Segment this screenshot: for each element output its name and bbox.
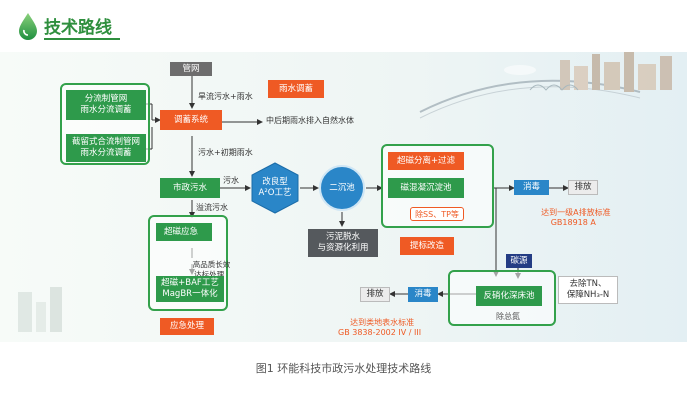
- node-municipal-sewage: 市政污水: [160, 178, 220, 198]
- label-midlate-rain: 中后期雨水排入自然水体: [266, 116, 354, 125]
- node-combined-sewer: 截留式合流制管网 雨水分流调蓄: [66, 134, 146, 162]
- node-separate-sewer: 分流制管网 雨水分流调蓄: [66, 90, 146, 120]
- node-upgrade: 提标改造: [400, 237, 454, 255]
- node-a2o-label: 改良型 A²O工艺: [258, 177, 292, 198]
- node-disinfection-2: 消毒: [408, 287, 438, 302]
- label-standard-2-text: 达到类地表水标准 GB 3838-2002 IV / III: [338, 318, 422, 337]
- node-magnetic-baf-text: 超磁+BAF工艺 MagBR一体化: [161, 278, 219, 299]
- node-pipe-network: 管网: [170, 62, 212, 76]
- page-title: 技术路线: [44, 18, 112, 38]
- node-a2o-hexagon: [251, 162, 299, 214]
- node-clarifier-circle: [319, 165, 365, 211]
- node-disinfection-1: 消毒: [514, 180, 549, 195]
- water-drop-icon: [19, 13, 37, 40]
- label-standard-2: 达到类地表水标准 GB 3838-2002 IV / III: [338, 308, 421, 338]
- node-denitrification: 反硝化深床池: [476, 286, 542, 306]
- label-high-quality: 高品质长效 达标处理: [188, 250, 231, 280]
- node-clarifier-label: 二沉池: [329, 182, 355, 193]
- node-combined-sewer-text: 截留式合流制管网 雨水分流调蓄: [71, 137, 140, 158]
- title-underline: [44, 38, 120, 40]
- node-discharge-2: 排放: [360, 287, 390, 302]
- label-overflow: 溢流污水: [196, 203, 228, 212]
- node-remove-ss-tp: 除SS、TP等: [410, 207, 464, 221]
- node-magnetic-filtration: 超磁分离+过滤: [388, 152, 464, 170]
- node-discharge-1: 排放: [568, 180, 598, 195]
- node-remove-tn: 去除TN、 保障NH₃-N: [558, 276, 618, 304]
- node-sludge-text: 污泥脱水 与资源化利用: [317, 232, 369, 253]
- node-separate-sewer-text: 分流制管网 雨水分流调蓄: [80, 94, 132, 115]
- node-storage-system: 调蓄系统: [160, 110, 222, 130]
- node-magnetic-baf: 超磁+BAF工艺 MagBR一体化: [156, 276, 224, 302]
- node-remove-tn-text: 去除TN、 保障NH₃-N: [566, 279, 610, 300]
- node-emergency-treatment: 应急处理: [160, 318, 214, 335]
- node-magnetic-emergency: 超磁应急: [156, 223, 212, 241]
- node-magnetic-coagulation: 磁混凝沉淀池: [388, 178, 464, 198]
- city-skyline-illustration: [419, 52, 672, 119]
- label-standard-1: 达到一级A排放标准 GB18918 A: [536, 198, 611, 228]
- node-rainwater-storage: 雨水调蓄: [268, 80, 324, 98]
- label-sewage: 污水: [223, 176, 239, 185]
- label-sewage-first-rain: 污水+初期雨水: [198, 148, 253, 157]
- figure-caption: 图1 环能科技市政污水处理技术路线: [255, 362, 432, 375]
- label-remove-tn: 除总氮: [496, 312, 520, 321]
- label-high-quality-text: 高品质长效 达标处理: [192, 260, 231, 279]
- node-a2o-text: 改良型 A²O工艺: [250, 162, 300, 214]
- node-carbon-source: 碳源: [506, 254, 532, 268]
- node-sludge: 污泥脱水 与资源化利用: [308, 229, 378, 257]
- label-standard-1-text: 达到一级A排放标准 GB18918 A: [541, 208, 611, 227]
- label-dry-flow: 旱流污水+雨水: [198, 92, 253, 101]
